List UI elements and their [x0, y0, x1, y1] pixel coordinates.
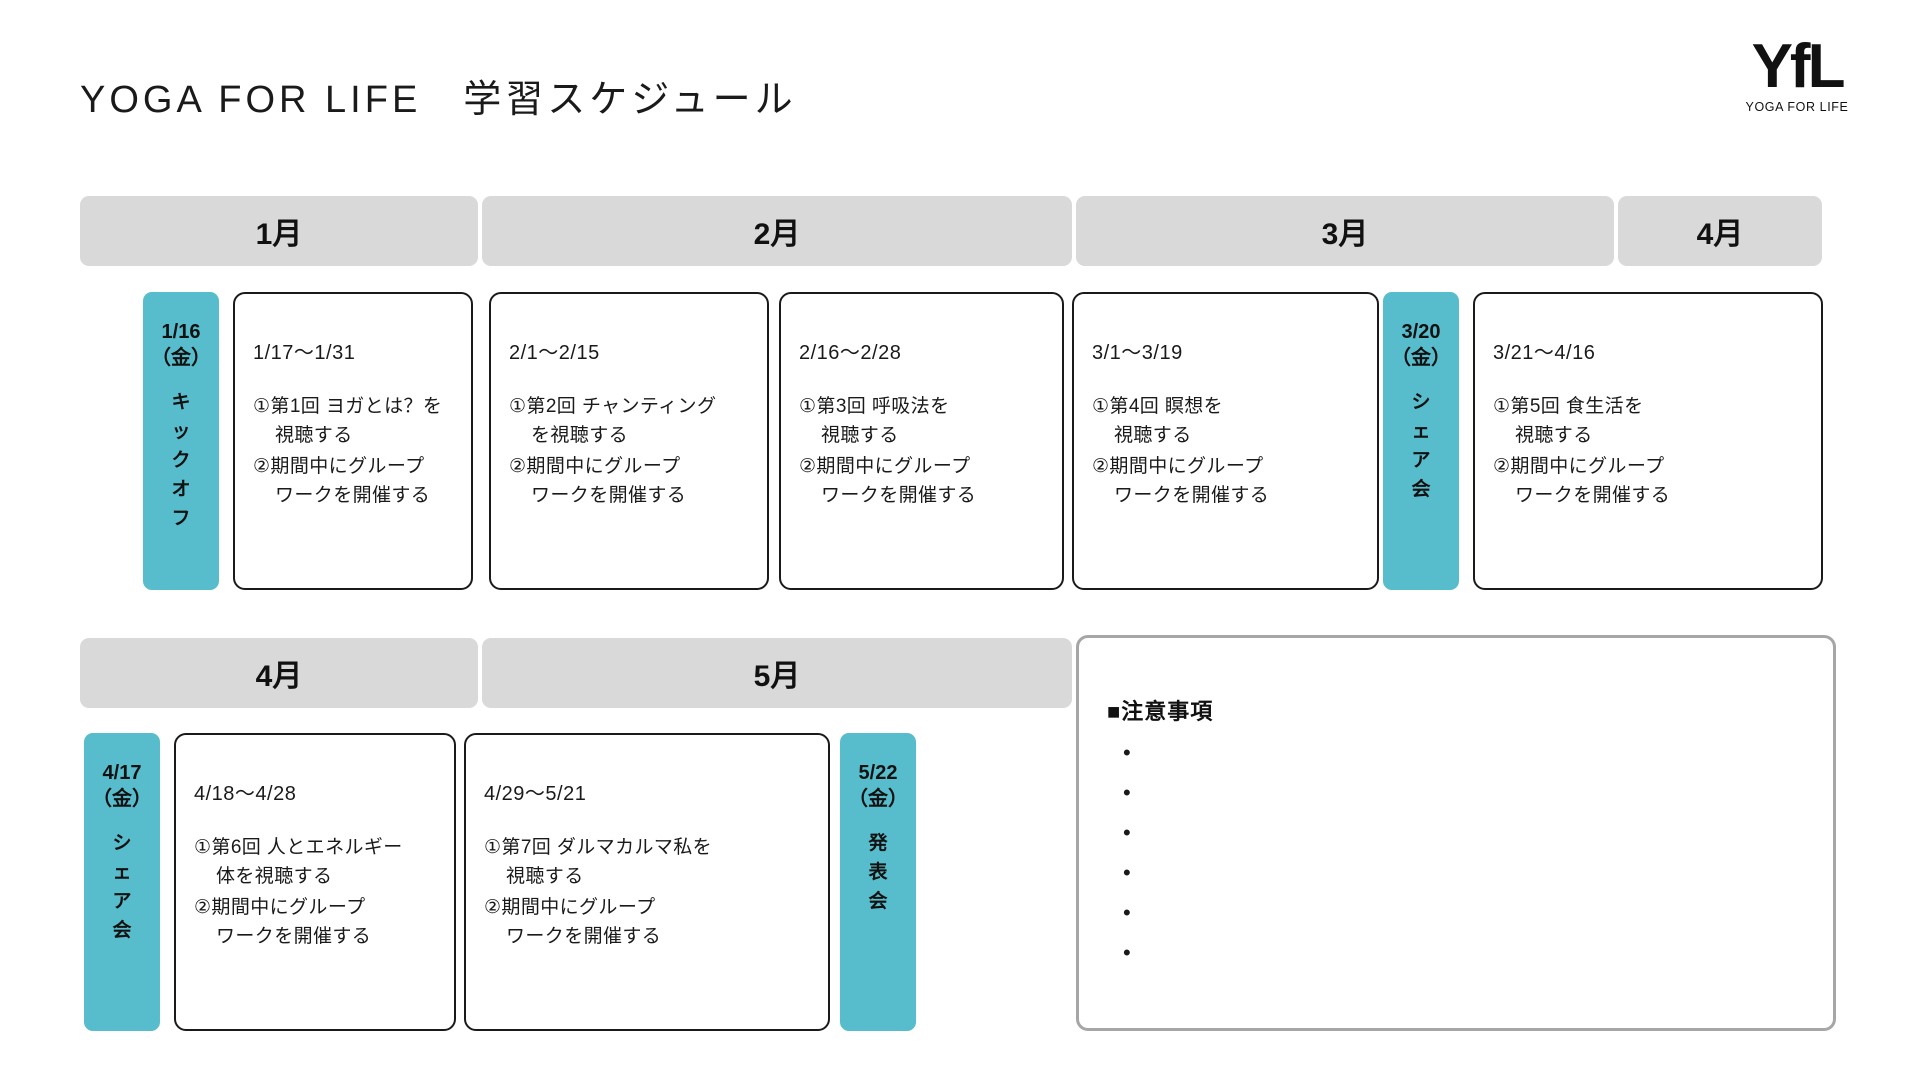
- task-item: ②期間中にグループ ワークを開催する: [1493, 455, 1671, 506]
- task-item: ②期間中にグループ ワークを開催する: [1092, 455, 1270, 506]
- task-item: ②期間中にグループ ワークを開催する: [509, 455, 687, 506]
- task-card[interactable]: 2/1〜2/15 ①第2回 チャンティング を視聴する ②期間中にグループ ワー…: [489, 292, 769, 590]
- task-item-list: ①第1回 ヨガとは？を 視聴する ②期間中にグループ ワークを開催する: [253, 393, 471, 511]
- event-date: 4/17（金）: [92, 762, 152, 810]
- task-item: ②期間中にグループ ワークを開催する: [253, 455, 431, 506]
- task-item: ①第7回 ダルマカルマ私を 視聴する: [484, 837, 713, 887]
- task-item-list: ①第6回 人とエネルギー 体を視聴する ②期間中にグループ ワークを開催する: [194, 834, 454, 952]
- task-item-list: ①第5回 食生活を 視聴する ②期間中にグループ ワークを開催する: [1493, 393, 1821, 511]
- event-block-presentation[interactable]: 5/22（金） 発 表 会: [840, 733, 916, 1031]
- task-date-range: 3/1〜3/19: [1092, 342, 1183, 364]
- task-item: ①第2回 チャンティング を視聴する: [509, 396, 717, 446]
- notes-bullet[interactable]: [1123, 940, 1793, 984]
- notes-panel[interactable]: ■注意事項: [1076, 635, 1836, 1031]
- event-label-vertical: シ ェ ア 会: [112, 833, 132, 941]
- month-header-apr-row2: 4月: [80, 638, 478, 708]
- month-header-mar: 3月: [1076, 196, 1614, 266]
- event-block-kickoff[interactable]: 1/16（金） キ ッ ク オ フ: [143, 292, 219, 590]
- task-date-range: 1/17〜1/31: [253, 342, 356, 364]
- notes-bullet[interactable]: [1123, 900, 1793, 944]
- task-date-range: 2/16〜2/28: [799, 342, 902, 364]
- task-item: ②期間中にグループ ワークを開催する: [484, 896, 662, 947]
- logo-mark: YfL: [1751, 32, 1846, 101]
- month-header-jan: 1月: [80, 196, 478, 266]
- brand-logo: YfL YOGA FOR LIFE: [1732, 32, 1862, 114]
- month-header-feb: 2月: [482, 196, 1072, 266]
- task-card[interactable]: 3/1〜3/19 ①第4回 瞑想を 視聴する ②期間中にグループ ワークを開催す…: [1072, 292, 1379, 590]
- task-card[interactable]: 1/17〜1/31 ①第1回 ヨガとは？を 視聴する ②期間中にグループ ワーク…: [233, 292, 473, 590]
- task-item: ②期間中にグループ ワークを開催する: [799, 455, 977, 506]
- notes-title: ■注意事項: [1107, 699, 1214, 724]
- event-label-vertical: キ ッ ク オ フ: [171, 392, 191, 529]
- month-header-apr: 4月: [1618, 196, 1822, 266]
- event-block-share-mar[interactable]: 3/20（金） シ ェ ア 会: [1383, 292, 1459, 590]
- task-date-range: 2/1〜2/15: [509, 342, 600, 364]
- notes-bullet[interactable]: [1123, 820, 1793, 864]
- notes-bullet-list: [1107, 740, 1793, 984]
- event-label-vertical: シ ェ ア 会: [1411, 392, 1431, 500]
- task-card[interactable]: 2/16〜2/28 ①第3回 呼吸法を 視聴する ②期間中にグループ ワークを開…: [779, 292, 1064, 590]
- task-item: ①第5回 食生活を 視聴する: [1493, 396, 1644, 446]
- notes-bullet[interactable]: [1123, 740, 1793, 784]
- task-item-list: ①第7回 ダルマカルマ私を 視聴する ②期間中にグループ ワークを開催する: [484, 834, 828, 952]
- task-item: ①第4回 瞑想を 視聴する: [1092, 396, 1224, 446]
- event-date: 3/20（金）: [1391, 321, 1451, 369]
- task-date-range: 4/29〜5/21: [484, 783, 587, 805]
- task-item: ①第3回 呼吸法を 視聴する: [799, 396, 950, 446]
- event-date: 1/16（金）: [151, 321, 211, 369]
- event-label-vertical: 発 表 会: [868, 833, 888, 912]
- event-date: 5/22（金）: [848, 762, 908, 810]
- task-item-list: ①第2回 チャンティング を視聴する ②期間中にグループ ワークを開催する: [509, 393, 767, 511]
- notes-bullet[interactable]: [1123, 860, 1793, 904]
- task-date-range: 4/18〜4/28: [194, 783, 297, 805]
- task-date-range: 3/21〜4/16: [1493, 342, 1596, 364]
- month-header-may: 5月: [482, 638, 1072, 708]
- task-item: ①第6回 人とエネルギー 体を視聴する: [194, 837, 403, 887]
- task-card[interactable]: 3/21〜4/16 ①第5回 食生活を 視聴する ②期間中にグループ ワークを開…: [1473, 292, 1823, 590]
- task-item: ②期間中にグループ ワークを開催する: [194, 896, 372, 947]
- task-card[interactable]: 4/18〜4/28 ①第6回 人とエネルギー 体を視聴する ②期間中にグループ …: [174, 733, 456, 1031]
- logo-subtitle: YOGA FOR LIFE: [1745, 99, 1849, 114]
- task-card[interactable]: 4/29〜5/21 ①第7回 ダルマカルマ私を 視聴する ②期間中にグループ ワ…: [464, 733, 830, 1031]
- task-item: ①第1回 ヨガとは？を 視聴する: [253, 396, 443, 446]
- task-item-list: ①第3回 呼吸法を 視聴する ②期間中にグループ ワークを開催する: [799, 393, 1062, 511]
- page-header: YOGA FOR LIFE 学習スケジュール YfL YOGA FOR LIFE: [0, 0, 1920, 170]
- event-block-share-apr[interactable]: 4/17（金） シ ェ ア 会: [84, 733, 160, 1031]
- notes-bullet[interactable]: [1123, 780, 1793, 824]
- task-item-list: ①第4回 瞑想を 視聴する ②期間中にグループ ワークを開催する: [1092, 393, 1377, 511]
- page-title: YOGA FOR LIFE 学習スケジュール: [80, 79, 797, 121]
